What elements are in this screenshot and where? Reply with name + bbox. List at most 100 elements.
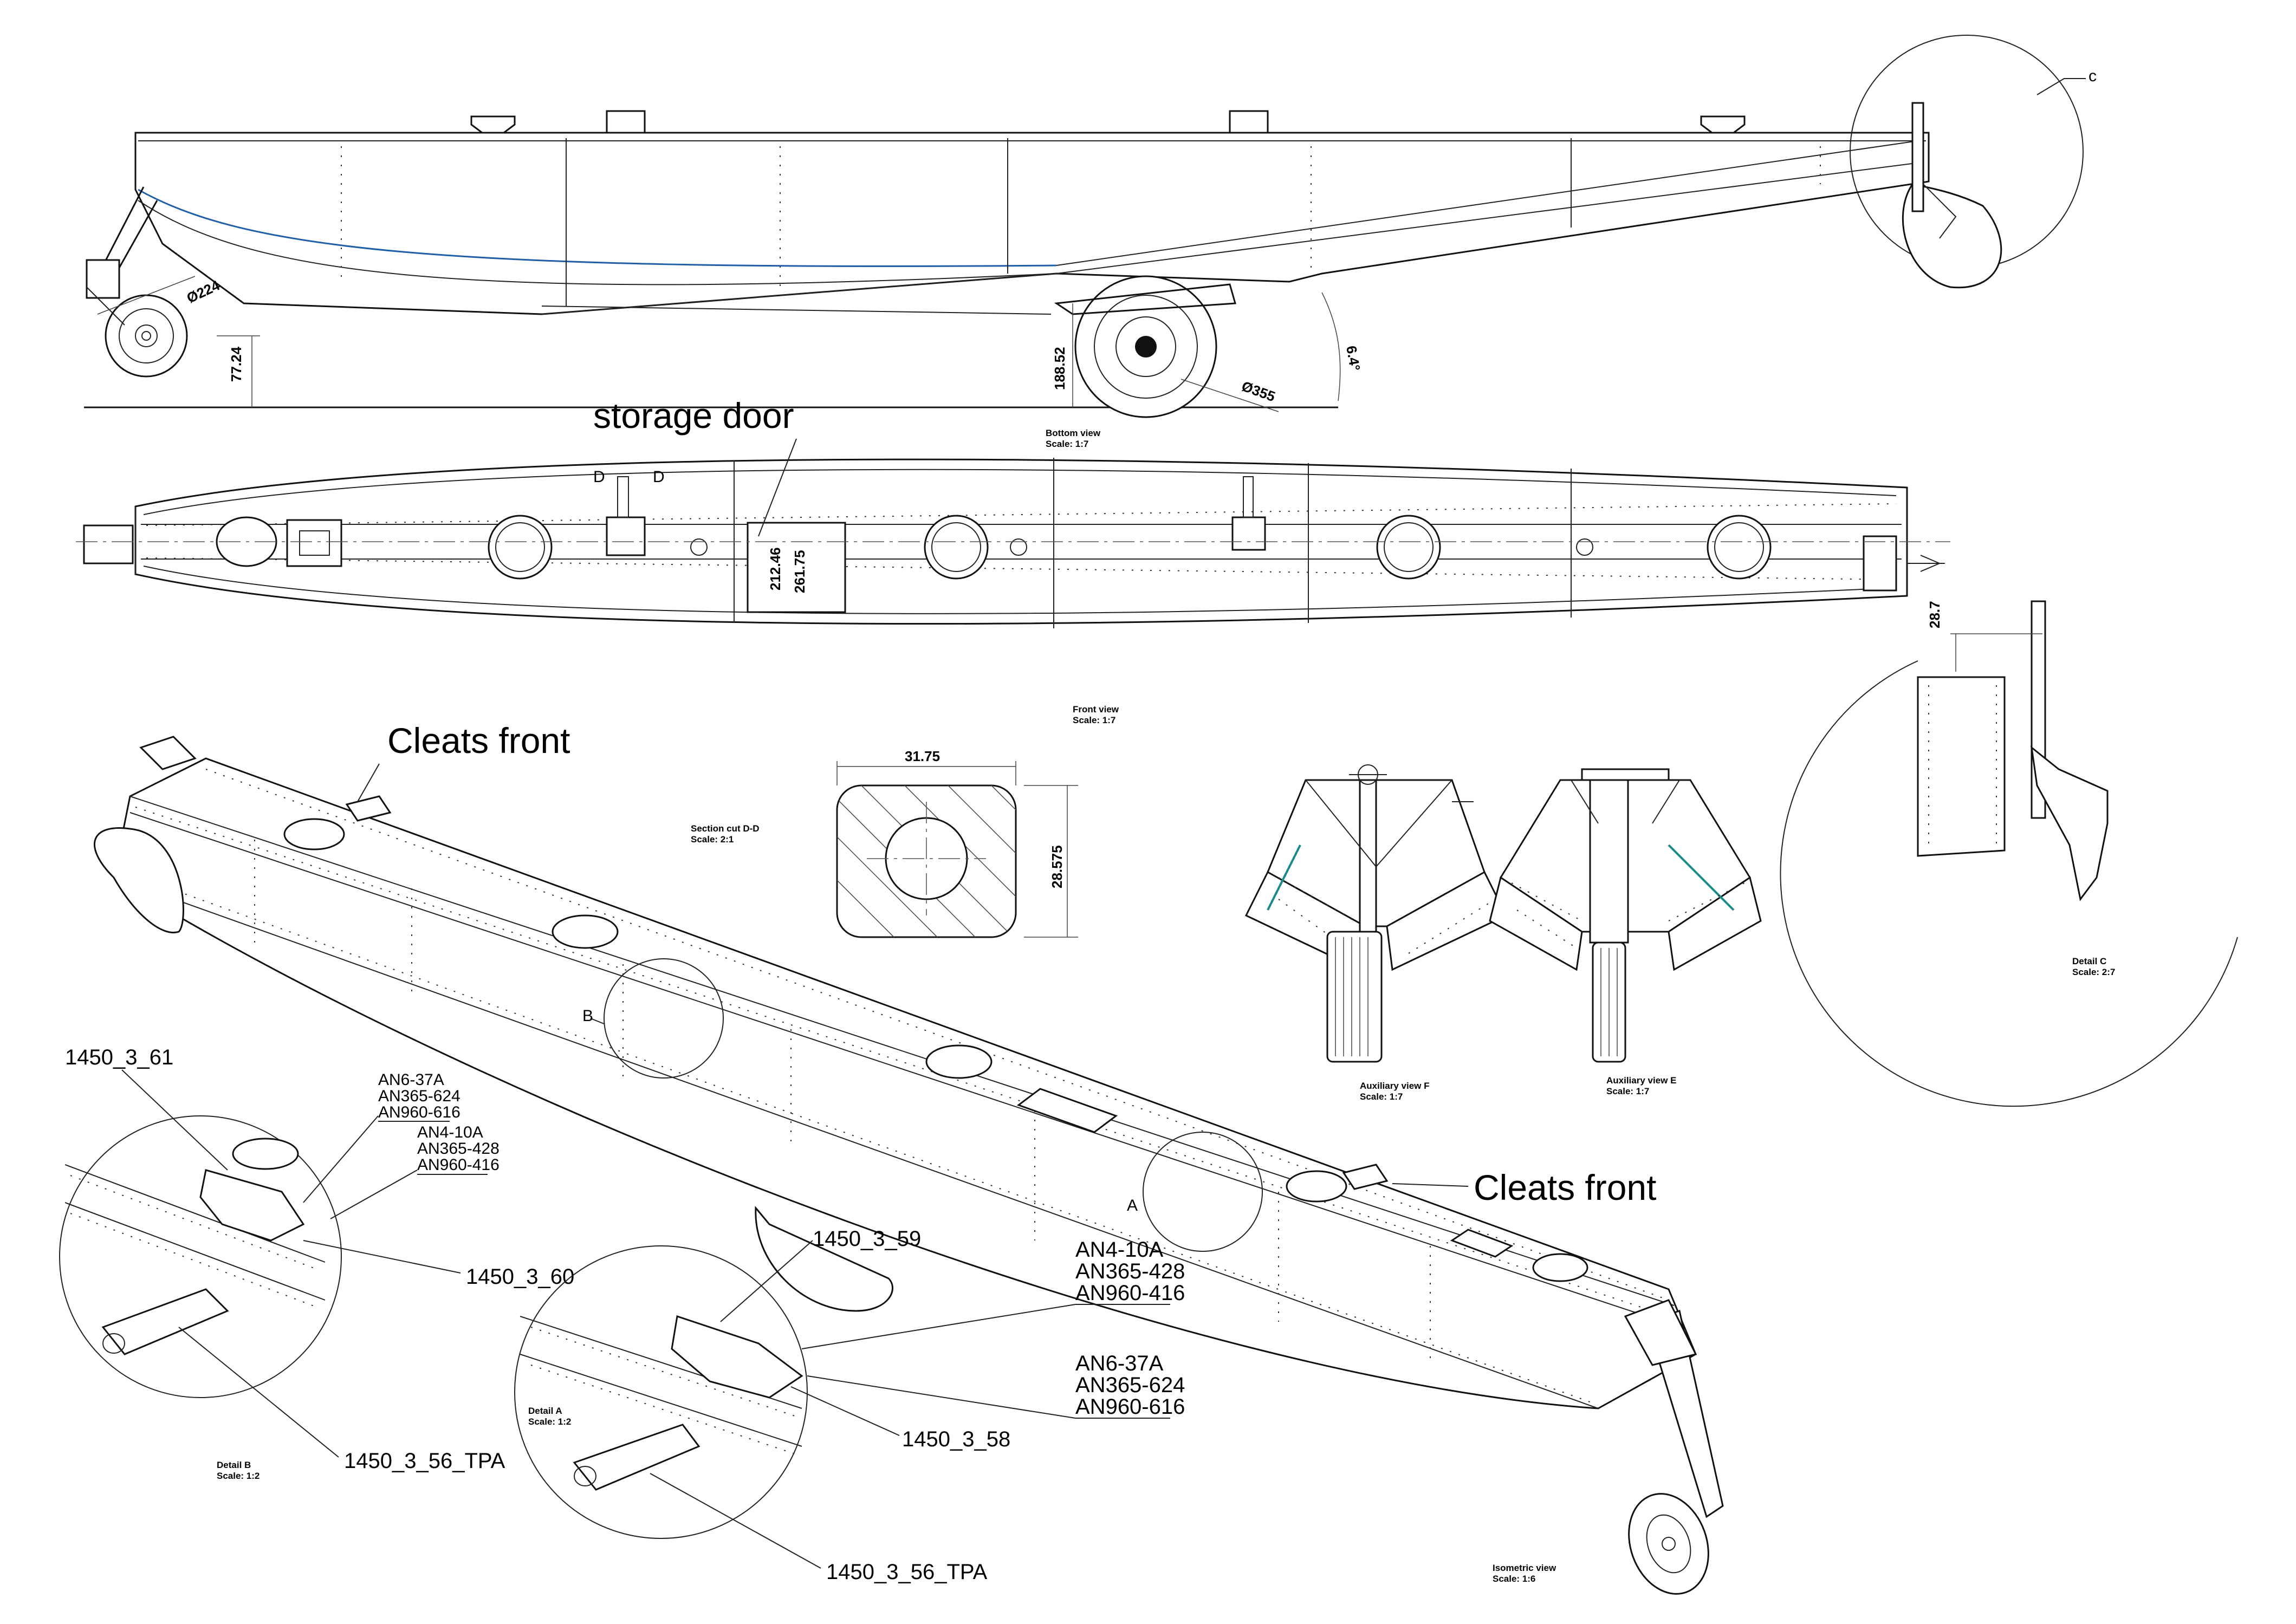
a-hw1-line1: AN4-10A — [1075, 1238, 1164, 1262]
front-view-scale: Scale: 1:7 — [1073, 715, 1115, 725]
main-wheel-dia-leader — [1181, 379, 1279, 412]
side-frame-lines — [566, 138, 1572, 306]
detail-b: 1450_3_61 AN6-37A AN365-624 AN960-616 AN… — [59, 1045, 574, 1481]
cleats-front-top-label: Cleats front — [387, 720, 570, 761]
bottom-port-2-inner — [931, 522, 981, 572]
bottom-hull-outline — [134, 458, 1908, 625]
b-part-60-leader — [303, 1240, 461, 1274]
iso-stern-wheel — [1628, 1493, 1709, 1595]
side-cleat-2 — [606, 110, 646, 134]
isometric-scale: Scale: 1:6 — [1493, 1574, 1535, 1584]
side-cleat-1 — [470, 115, 516, 134]
detail-a-scale: Scale: 1:2 — [528, 1417, 571, 1427]
detail-c-marker: c — [2089, 67, 2097, 85]
bottom-port-2 — [924, 515, 989, 580]
bottom-inspection-plate — [286, 519, 342, 567]
main-wheel-hub — [1115, 316, 1176, 377]
front-wheel — [105, 294, 188, 378]
detail-a-cleat — [671, 1315, 803, 1399]
b-part-61-leader — [121, 1069, 228, 1171]
bottom-inspection-inner — [299, 530, 330, 556]
b-hw1-line1: AN6-37A — [378, 1071, 444, 1089]
aux-f-cleat-bar — [1349, 774, 1474, 802]
aux-f-name: Auxiliary view F — [1360, 1081, 1430, 1091]
detail-a-bar-end — [574, 1466, 596, 1486]
a-hw2-leader — [807, 1375, 1076, 1419]
front-wheel-height-label: 77.24 — [228, 346, 244, 382]
detail-c-height-label: 28.7 — [1927, 601, 1943, 628]
bottom-rivet-rows — [146, 503, 1897, 580]
a-hw1-line3: AN960-416 — [1075, 1281, 1185, 1305]
side-bottom-line — [541, 273, 1057, 315]
b-hw2-leader — [330, 1170, 418, 1219]
isometric-view: B A Cleats front Cleats front Isometric … — [93, 720, 1724, 1595]
a-hw2-line2: AN365-624 — [1075, 1373, 1185, 1397]
bottom-edge-top — [143, 469, 1897, 515]
side-keel-curve-2 — [138, 200, 1057, 285]
detail-c-leader — [2036, 78, 2086, 95]
b-hw2-line3: AN960-416 — [417, 1156, 500, 1174]
iso-bottom-chine — [113, 877, 1599, 1409]
tail-post — [1911, 102, 1924, 212]
aux-e-left-side — [1489, 876, 1583, 971]
side-upper-strake — [1056, 140, 1918, 266]
main-gear-leg — [1054, 283, 1236, 315]
b-hw1-line3: AN960-616 — [378, 1103, 461, 1121]
detail-c-hull — [1917, 676, 2006, 857]
iso-bow-bump — [93, 827, 184, 933]
bottom-cleat-post — [617, 476, 629, 518]
a-hw2-line1: AN6-37A — [1075, 1352, 1164, 1375]
iso-cleat-rear — [1342, 1164, 1389, 1190]
detail-c: 28.7 Detail C Scale: 2:7 — [1780, 600, 2238, 1107]
bottom-port-4-inner — [1714, 522, 1764, 572]
b-part-56-leader — [178, 1327, 339, 1458]
door-length-label: 261.75 — [792, 550, 808, 593]
bottom-keel-strip — [141, 524, 1902, 560]
side-cleat-3 — [1229, 110, 1269, 134]
side-cleat-4 — [1700, 115, 1746, 134]
iso-storage-door — [1016, 1088, 1118, 1133]
side-hull-outline — [134, 132, 1930, 315]
iso-hatch-3 — [925, 1044, 993, 1079]
b-hw2-line1: AN4-10A — [417, 1123, 483, 1141]
iso-hull-outline — [113, 757, 1697, 1409]
side-view: c Ø224 77.24 188.52 Ø355 6.4° — [84, 35, 2097, 418]
detail-a-name: Detail A — [528, 1406, 562, 1416]
a-hw2-line3: AN960-616 — [1075, 1395, 1185, 1419]
bottom-drain-1 — [690, 538, 708, 556]
main-wheel-axle — [1135, 336, 1157, 358]
a-part-59: 1450_3_59 — [813, 1227, 921, 1251]
aux-e-tire-tread — [1600, 948, 1618, 1056]
iso-frame-rivets — [254, 840, 1431, 1365]
side-keel-curve — [138, 189, 1057, 267]
front-strut-fork — [86, 259, 120, 299]
detail-c-height-dim — [1950, 633, 2042, 672]
iso-main-wheel — [755, 1206, 893, 1312]
front-wheel-link — [86, 287, 125, 326]
side-rivet-rows — [341, 146, 1821, 303]
bottom-view: 212.46 261.75 storage door D D Bottom vi… — [76, 395, 1950, 725]
section-height-label: 28.575 — [1049, 845, 1065, 888]
aux-e-edge — [1668, 844, 1735, 911]
iso-plate — [1450, 1229, 1514, 1258]
a-part-56: 1450_3_56_TPA — [826, 1560, 988, 1584]
bottom-view-scale: Scale: 1:7 — [1046, 439, 1088, 449]
iso-bow-cleat — [139, 736, 197, 770]
bottom-port-3 — [1376, 515, 1441, 580]
iso-cleat-front — [345, 795, 392, 822]
iso-top-edge-2 — [129, 812, 1664, 1322]
front-view-name: Front view — [1073, 704, 1119, 714]
bottom-port-1 — [488, 515, 553, 580]
aux-e-strut — [1589, 779, 1629, 944]
cleats-front-right-label: Cleats front — [1474, 1167, 1656, 1207]
bottom-cleat-front — [606, 516, 646, 556]
detail-b-scale: Scale: 1:2 — [217, 1471, 260, 1481]
tail-link — [1923, 184, 1957, 239]
storage-door-panel — [747, 522, 846, 613]
detail-a-bar — [573, 1424, 701, 1491]
section-width-dim — [836, 761, 1016, 785]
section-d-right: D — [653, 468, 665, 486]
iso-hatch-4 — [1286, 1170, 1347, 1203]
